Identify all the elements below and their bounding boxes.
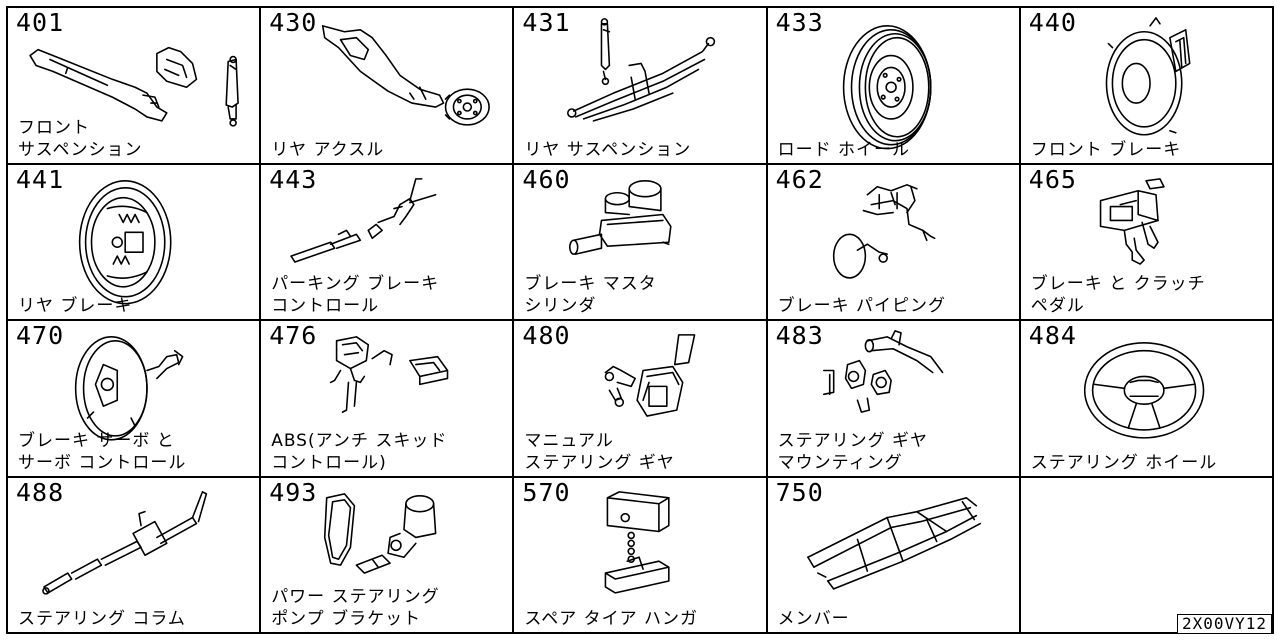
- catalog-cell-460[interactable]: 460 ブレーキ マスタ シリンダ: [514, 164, 768, 321]
- diagram-code: 2X00VY12: [1176, 614, 1272, 634]
- section-label: ステアリング コラム: [18, 609, 186, 629]
- catalog-cell-483[interactable]: 483 ステアリング ギヤ マウンティング: [767, 321, 1021, 478]
- section-code: 430: [269, 8, 318, 37]
- catalog-cell-401[interactable]: 401 フロント サスペンション: [8, 8, 262, 165]
- catalog-cell-443[interactable]: 443 パーキング ブレーキ コントロール: [261, 164, 515, 321]
- section-label: リヤ ブレーキ: [18, 296, 133, 316]
- section-code: 488: [16, 477, 65, 507]
- catalog-cell-570[interactable]: 570 スペア タイア ハンガ: [514, 477, 768, 634]
- section-code: 470: [16, 321, 65, 350]
- section-label: リヤ アクスル: [271, 139, 385, 160]
- section-label: ロード ホイール: [777, 139, 910, 160]
- section-code: 750: [775, 477, 824, 507]
- section-code: 480: [522, 321, 571, 350]
- section-code: 433: [775, 8, 824, 37]
- section-code: 465: [1028, 164, 1077, 194]
- empty-cell: [1020, 477, 1274, 634]
- section-label: フロント ブレーキ: [1030, 139, 1182, 160]
- catalog-cell-484[interactable]: 484 ステアリング ホイール: [1020, 321, 1274, 478]
- section-code: 462: [775, 164, 824, 194]
- section-label: パワー ステアリング ポンプ ブラケット: [271, 587, 440, 629]
- catalog-cell-441[interactable]: 441 リヤ ブレーキ: [8, 164, 262, 321]
- catalog-cell-462[interactable]: 462 ブレーキ パイピング: [767, 164, 1021, 321]
- section-label: スペア タイア ハンガ: [524, 609, 699, 629]
- section-label: フロント サスペンション: [18, 117, 143, 160]
- parts-catalog-grid: 401 フロント サスペンション 430 リヤ アクスル 431: [6, 6, 1274, 634]
- catalog-cell-433[interactable]: 433 ロード ホイール: [767, 8, 1021, 165]
- section-code: 460: [522, 164, 571, 194]
- catalog-cell-480[interactable]: 480 マニュアル ステアリング ギヤ: [514, 321, 768, 478]
- catalog-cell-470[interactable]: 470 ブレーキ サーボ と サーボ コントロール: [8, 321, 262, 478]
- catalog-cell-488[interactable]: 488 ステアリング コラム: [8, 477, 262, 634]
- catalog-cell-440[interactable]: 440 フロント ブレーキ: [1020, 8, 1274, 165]
- section-label: ステアリング ギヤ マウンティング: [777, 430, 928, 473]
- catalog-cell-431[interactable]: 431 リヤ サスペンション: [514, 8, 768, 165]
- section-label: マニュアル ステアリング ギヤ: [524, 430, 675, 473]
- section-code: 476: [269, 321, 318, 350]
- catalog-cell-476[interactable]: 476 ABS(アンチ スキッド コントロール): [261, 321, 515, 478]
- section-label: ブレーキ パイピング: [777, 296, 946, 316]
- section-label: ステアリング ホイール: [1030, 452, 1218, 473]
- catalog-cell-430[interactable]: 430 リヤ アクスル: [261, 8, 515, 165]
- section-code: 401: [16, 8, 65, 37]
- section-label: ABS(アンチ スキッド コントロール): [271, 430, 448, 473]
- section-label: ブレーキ マスタ シリンダ: [524, 274, 657, 316]
- catalog-cell-493[interactable]: 493 パワー ステアリング ポンプ ブラケット: [261, 477, 515, 634]
- section-label: リヤ サスペンション: [524, 139, 692, 160]
- section-code: 483: [775, 321, 824, 350]
- section-code: 493: [269, 477, 318, 507]
- section-code: 440: [1028, 8, 1077, 37]
- section-label: パーキング ブレーキ コントロール: [271, 274, 440, 316]
- section-code: 441: [16, 164, 65, 194]
- section-label: ブレーキ サーボ と サーボ コントロール: [18, 430, 187, 473]
- catalog-cell-750[interactable]: 750 メンバー: [767, 477, 1021, 634]
- section-label: メンバー: [777, 609, 850, 629]
- section-code: 443: [269, 164, 318, 194]
- section-code: 570: [522, 477, 571, 507]
- section-code: 431: [522, 8, 571, 37]
- section-code: 484: [1028, 321, 1077, 350]
- section-label: ブレーキ と クラッチ ペダル: [1030, 274, 1206, 316]
- catalog-cell-465[interactable]: 465 ブレーキ と クラッチ ペダル: [1020, 164, 1274, 321]
